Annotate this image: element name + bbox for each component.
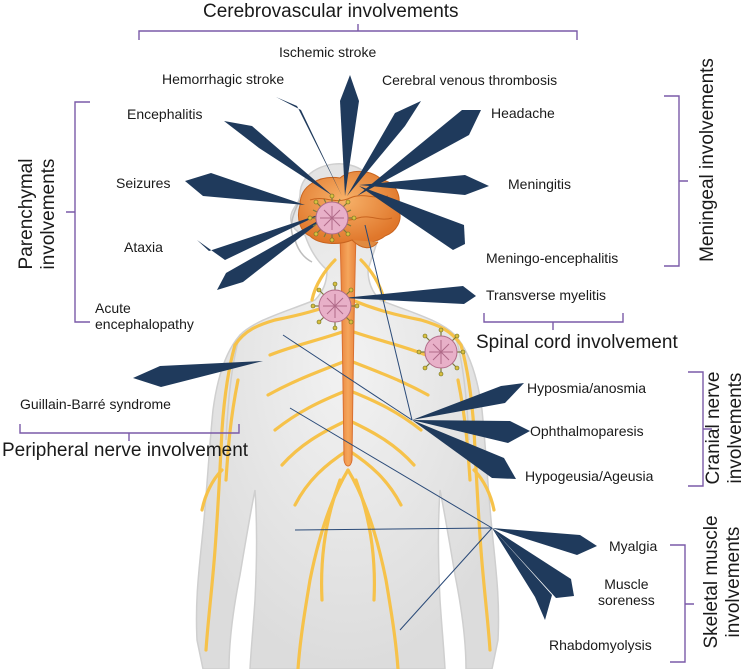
bracket-cerebrovascular	[138, 24, 578, 40]
category-skeletal: Skeletal muscle involvements	[701, 515, 745, 648]
arrow-ischemic-stroke	[340, 75, 359, 196]
bracket-cranial	[688, 371, 712, 487]
bracket-skeletal	[670, 544, 694, 663]
category-cerebrovascular: Cerebrovascular involvements	[203, 1, 459, 22]
arrow-transverse-myelitis	[343, 286, 476, 304]
virus-particle-brain	[307, 193, 357, 243]
label-meningo-encephalitis: Meningo-encephalitis	[486, 250, 619, 266]
category-brackets	[19, 24, 712, 663]
category-skeletal-line1: Skeletal muscle	[701, 515, 723, 649]
arrow-headache	[357, 110, 481, 196]
virus-particle-spine	[310, 281, 360, 331]
label-rhabdomyolysis: Rhabdomyolysis	[549, 637, 652, 653]
label-transverse-myelitis: Transverse myelitis	[486, 287, 607, 303]
label-acute-encephalopathy-line2: encephalopathy	[95, 316, 194, 333]
category-parenchymal-line2: involvements	[38, 158, 59, 270]
category-cranial-line1: Cranial nerve	[703, 371, 725, 485]
label-meningitis: Meningitis	[508, 176, 572, 192]
bracket-parenchymal	[66, 101, 90, 323]
arrow-meningitis	[359, 175, 489, 195]
arrows	[133, 75, 597, 620]
arrow-ophthalmoparesis	[412, 420, 530, 443]
arrow-gbs	[133, 361, 263, 387]
category-cranial-line2: involvements	[725, 372, 746, 484]
category-skeletal-line2: involvements	[723, 526, 744, 638]
connector-lines	[282, 224, 493, 631]
arrow-seizures	[185, 173, 305, 205]
category-parenchymal: Parenchymal involvements	[16, 159, 60, 270]
arrow-cvt	[347, 101, 421, 196]
label-encephalitis: Encephalitis	[127, 106, 203, 122]
label-acute-encephalopathy-line1: Acute	[95, 300, 131, 316]
arrow-muscle-soreness	[492, 528, 574, 598]
label-gbs: Guillain-Barré syndrome	[20, 396, 171, 412]
arrow-hyposmia	[412, 383, 524, 420]
category-peripheral: Peripheral nerve involvement	[2, 440, 249, 461]
bracket-spinal	[483, 313, 624, 330]
arrow-hypogeusia	[412, 420, 516, 479]
label-muscle-soreness: Muscle soreness	[598, 576, 655, 608]
label-acute-encephalopathy: Acute encephalopathy	[95, 300, 194, 332]
arrow-acute-encephalopathy	[217, 214, 330, 290]
bracket-meningeal	[664, 95, 688, 267]
arrow-myalgia	[492, 528, 597, 555]
category-parenchymal-line1: Parenchymal	[16, 158, 38, 270]
label-seizures: Seizures	[116, 175, 171, 191]
label-myalgia: Myalgia	[609, 538, 658, 554]
label-muscle-soreness-line2: soreness	[598, 592, 655, 609]
arrow-meningo-encephalitis	[359, 186, 465, 250]
arrow-rhabdomyolysis	[492, 528, 552, 620]
label-ischemic-stroke: Ischemic stroke	[279, 44, 377, 60]
arrow-ataxia	[197, 214, 321, 260]
label-cvt: Cerebral venous thrombosis	[382, 72, 558, 88]
label-hyposmia: Hyposmia/anosmia	[527, 380, 647, 396]
category-meningeal: Meningeal involvements	[697, 58, 719, 262]
label-muscle-soreness-line1: Muscle	[604, 576, 649, 592]
label-ophthalmoparesis: Ophthalmoparesis	[530, 423, 644, 439]
category-cranial: Cranial nerve involvements	[703, 372, 747, 485]
label-headache: Headache	[491, 105, 555, 121]
bracket-peripheral	[19, 424, 240, 441]
virus-particle-shoulder	[416, 327, 466, 377]
label-hemorrhagic-stroke: Hemorrhagic stroke	[162, 71, 285, 87]
arrow-encephalitis	[224, 121, 333, 196]
label-ataxia: Ataxia	[124, 239, 163, 255]
label-hypogeusia: Hypogeusia/Ageusia	[525, 468, 654, 484]
category-spinal: Spinal cord involvement	[476, 332, 678, 353]
